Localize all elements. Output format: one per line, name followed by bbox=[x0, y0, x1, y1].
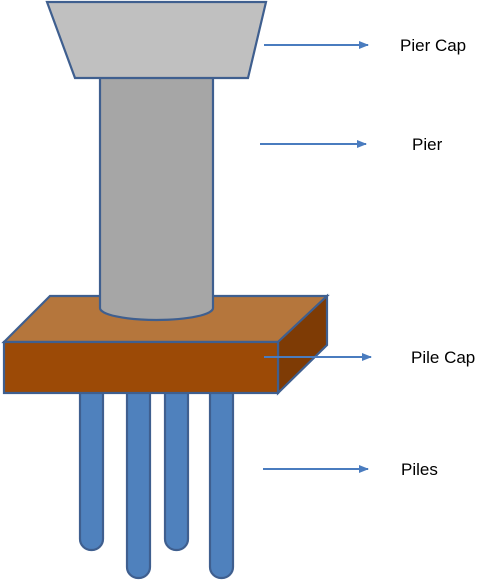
pier-cap bbox=[45, 0, 268, 80]
pile-2 bbox=[125, 378, 152, 580]
pier-cap-label: Pier Cap bbox=[400, 36, 466, 55]
callout-labels: Pier Cap Pier Pile Cap Piles bbox=[400, 36, 475, 479]
piles-label: Piles bbox=[401, 460, 438, 479]
pier-body bbox=[98, 74, 215, 322]
pile-1 bbox=[78, 378, 105, 552]
pile-4 bbox=[208, 378, 235, 580]
pile-3 bbox=[163, 378, 190, 552]
callout-arrows bbox=[260, 41, 372, 473]
pier bbox=[98, 74, 215, 322]
pile-cap-front-face bbox=[2, 340, 280, 395]
pier-cap-body bbox=[45, 0, 268, 80]
piles bbox=[78, 378, 235, 580]
pier-label: Pier bbox=[412, 135, 443, 154]
pile-cap-label: Pile Cap bbox=[411, 348, 475, 367]
